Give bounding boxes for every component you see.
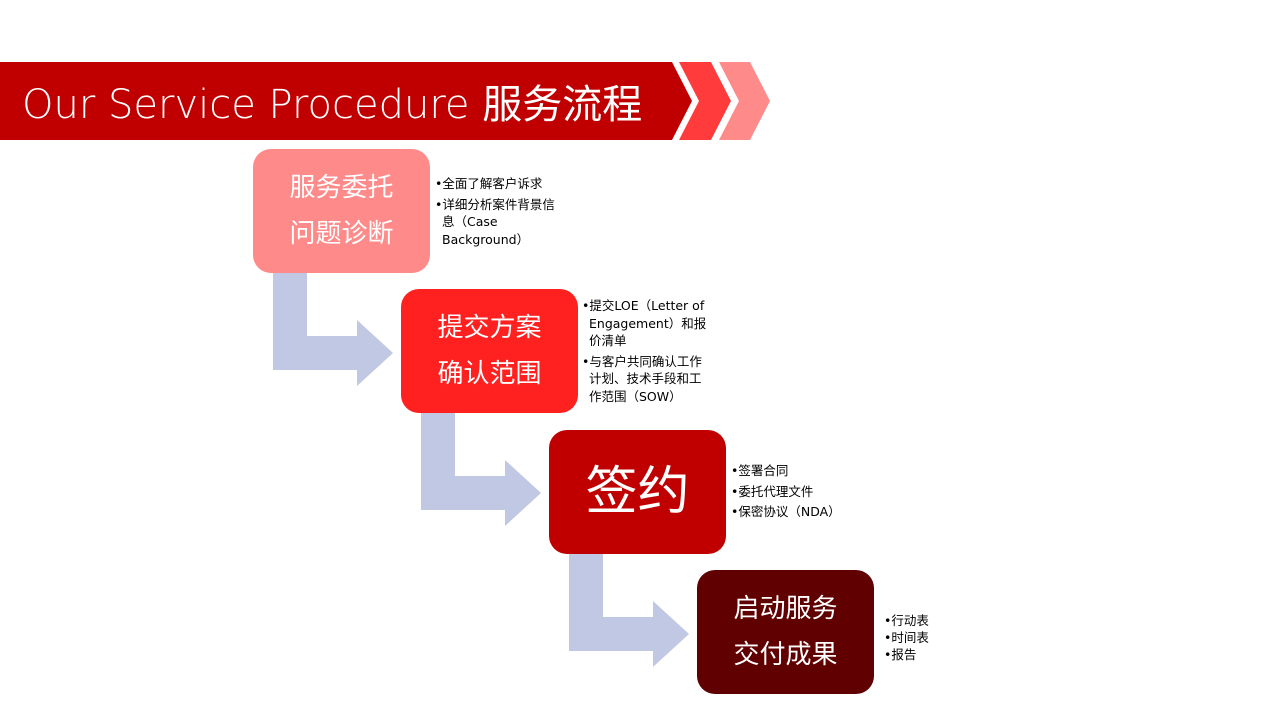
- arrow-1-icon: [273, 273, 393, 386]
- step-1-details: 全面了解客户诉求 详细分析案件背景信息（Case Background）: [435, 175, 560, 251]
- step-2-details: 提交LOE（Letter of Engagement）和报价清单 与客户共同确认…: [582, 297, 707, 408]
- bullet: 提交LOE（Letter of Engagement）和报价清单: [582, 297, 707, 350]
- arrow-3-icon: [569, 554, 689, 667]
- step-4-box: 启动服务 交付成果: [697, 570, 874, 694]
- step-1-line-1: 服务委托: [289, 173, 394, 203]
- step-3-line-1: 签约: [585, 462, 690, 522]
- chevron-2: [679, 62, 731, 140]
- bullet: 保密协议（NDA）: [731, 503, 871, 521]
- step-2-line-1: 提交方案: [437, 313, 542, 343]
- step-2-line-2: 确认范围: [437, 359, 542, 389]
- bullet: 与客户共同确认工作计划、技术手段和工作范围（SOW）: [582, 353, 707, 406]
- bullet: 签署合同: [731, 462, 871, 480]
- page-title: Our Service Procedure 服务流程: [22, 82, 643, 128]
- arrow-2-icon: [421, 413, 541, 526]
- step-4-line-2: 交付成果: [733, 640, 838, 670]
- chevron-3: [719, 62, 770, 140]
- step-4-details: 行动表 时间表 报告: [884, 612, 984, 663]
- step-4-line-1: 启动服务: [733, 594, 838, 624]
- step-1-box: 服务委托 问题诊断: [253, 149, 430, 273]
- bullet: 行动表: [884, 612, 984, 629]
- step-3-details: 签署合同 委托代理文件 保密协议（NDA）: [731, 462, 871, 524]
- step-2-box: 提交方案 确认范围: [401, 289, 578, 413]
- bullet: 报告: [884, 646, 984, 663]
- bullet: 全面了解客户诉求: [435, 175, 560, 193]
- bullet: 详细分析案件背景信息（Case Background）: [435, 196, 560, 249]
- bullet: 时间表: [884, 629, 984, 646]
- bullet: 委托代理文件: [731, 483, 871, 501]
- step-3-box: 签约: [549, 430, 726, 554]
- step-1-line-2: 问题诊断: [289, 219, 394, 249]
